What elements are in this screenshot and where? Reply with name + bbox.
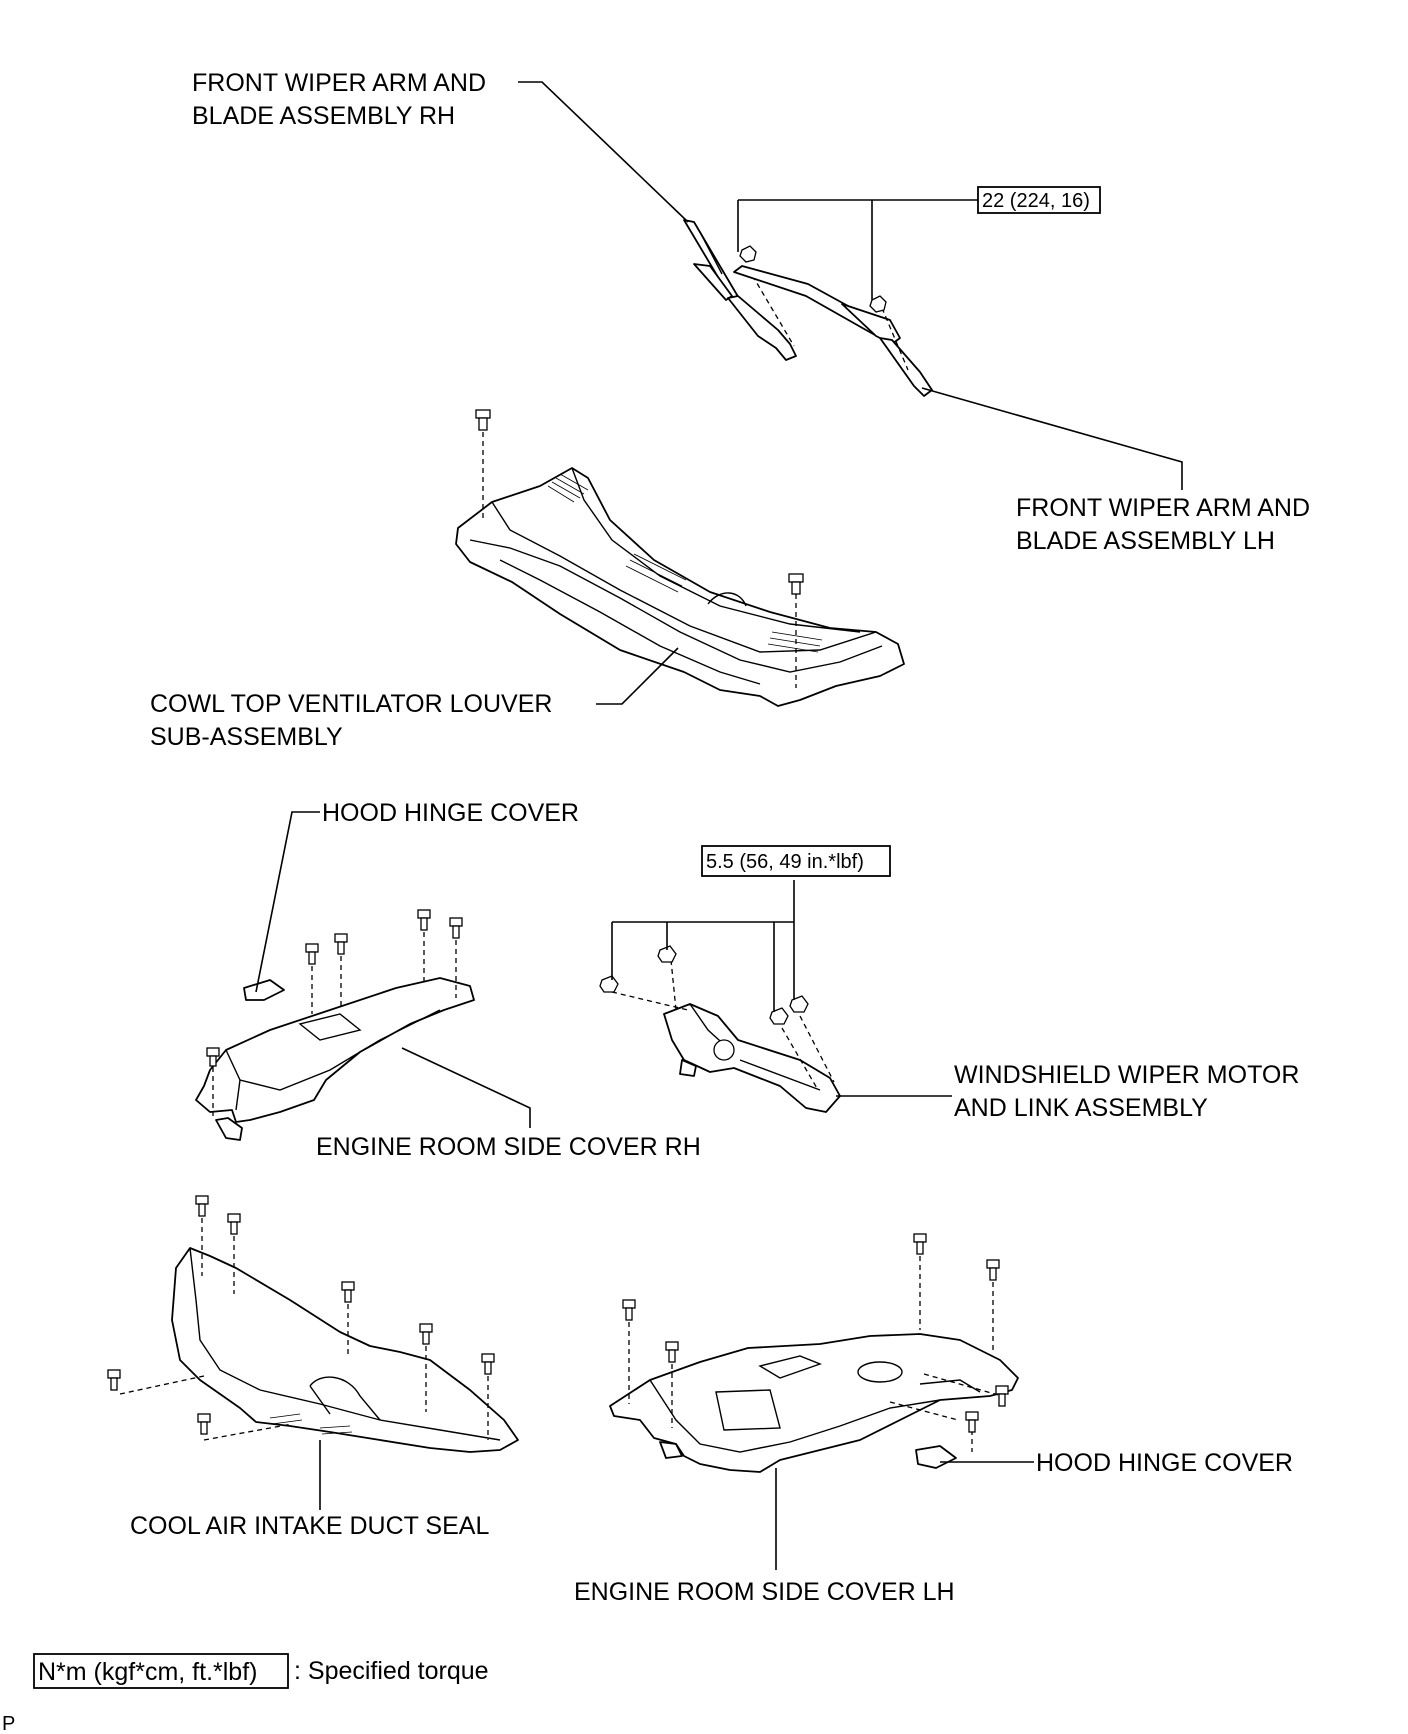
seal-hatch	[269, 1413, 353, 1435]
bolt-icon	[419, 1323, 433, 1345]
rh-cover-bolts	[206, 909, 463, 1116]
bolt-icon	[227, 1213, 241, 1235]
cool-air-intake-duct-seal-drawing	[171, 1247, 519, 1453]
clip-icon	[788, 573, 804, 595]
engine-room-side-cover-lh-drawing	[609, 1333, 1019, 1473]
bolt-icon	[107, 1369, 121, 1391]
clip-icon	[475, 409, 491, 431]
bolt-icon	[417, 909, 431, 931]
bolt-icon	[305, 943, 319, 965]
nut-icon	[739, 245, 757, 263]
hood-hinge-cover-top-drawing	[243, 979, 285, 1001]
torque-box-wiper-arm: 22 (224, 16)	[977, 186, 1101, 214]
leader-lines	[255, 81, 1183, 1570]
label-hood-hinge-cover-bottom: HOOD HINGE COVER	[1036, 1449, 1293, 1477]
corner-mark: P	[2, 1713, 15, 1734]
label-wiper-motor-line1: WINDSHIELD WIPER MOTOR	[954, 1061, 1299, 1089]
cowl-louver-drawing	[455, 409, 905, 707]
bolt-icon	[769, 1007, 789, 1025]
label-engine-room-side-cover-rh: ENGINE ROOM SIDE COVER RH	[316, 1133, 701, 1161]
lh-cover-bolts	[622, 1233, 1009, 1452]
torque-box-wiper-motor: 5.5 (56, 49 in.*lbf)	[701, 845, 891, 877]
bolt-icon	[986, 1259, 1000, 1281]
cool-air-seal-bolts	[107, 1195, 495, 1441]
bolt-icon	[599, 975, 619, 993]
bolt-icon	[334, 933, 348, 955]
label-wiper-rh-line1: FRONT WIPER ARM AND	[192, 69, 486, 97]
label-wiper-lh-line1: FRONT WIPER ARM AND	[1016, 494, 1310, 522]
wiper-motor-link-drawing	[599, 945, 841, 1113]
bolt-icon	[206, 1047, 220, 1067]
bolt-icon	[195, 1195, 209, 1217]
bolt-icon	[657, 945, 677, 963]
torque-value-wiper-arm: 22 (224, 16)	[982, 190, 1090, 212]
wiper-arm-lh-drawing	[733, 245, 933, 397]
label-hood-hinge-cover-top: HOOD HINGE COVER	[322, 799, 579, 827]
bolt-icon	[965, 1411, 979, 1433]
label-wiper-rh-line2: BLADE ASSEMBLY RH	[192, 102, 455, 130]
label-cowl-line1: COWL TOP VENTILATOR LOUVER	[150, 690, 552, 718]
bolt-icon	[197, 1413, 211, 1435]
bolt-icon	[341, 1281, 355, 1303]
label-wiper-lh-line2: BLADE ASSEMBLY LH	[1016, 527, 1275, 555]
bolt-icon	[789, 995, 809, 1013]
label-cool-air-intake-duct-seal: COOL AIR INTAKE DUCT SEAL	[130, 1512, 489, 1540]
bolt-icon	[913, 1233, 927, 1255]
label-cowl-line2: SUB-ASSEMBLY	[150, 723, 343, 751]
legend-unit-box-text: N*m (kgf*cm, ft.*lbf)	[38, 1658, 257, 1686]
label-wiper-motor-line2: AND LINK ASSEMBLY	[954, 1094, 1208, 1122]
bolt-icon	[665, 1341, 679, 1363]
nut-icon	[869, 295, 887, 313]
torque-value-wiper-motor: 5.5 (56, 49 in.*lbf)	[706, 851, 864, 873]
torque-legend: N*m (kgf*cm, ft.*lbf) : Specified torque	[33, 1653, 489, 1689]
label-engine-room-side-cover-lh: ENGINE ROOM SIDE COVER LH	[574, 1578, 955, 1606]
hood-hinge-cover-bottom-drawing	[915, 1445, 957, 1469]
bolt-icon	[622, 1299, 636, 1321]
wiper-arm-rh-drawing	[683, 219, 797, 361]
bolt-icon	[449, 917, 463, 939]
engine-room-side-cover-rh-drawing	[195, 977, 475, 1141]
legend-text: : Specified torque	[294, 1657, 489, 1685]
bolt-icon	[481, 1353, 495, 1375]
louver-vent-slats	[547, 473, 823, 653]
bolt-icon	[995, 1385, 1009, 1407]
